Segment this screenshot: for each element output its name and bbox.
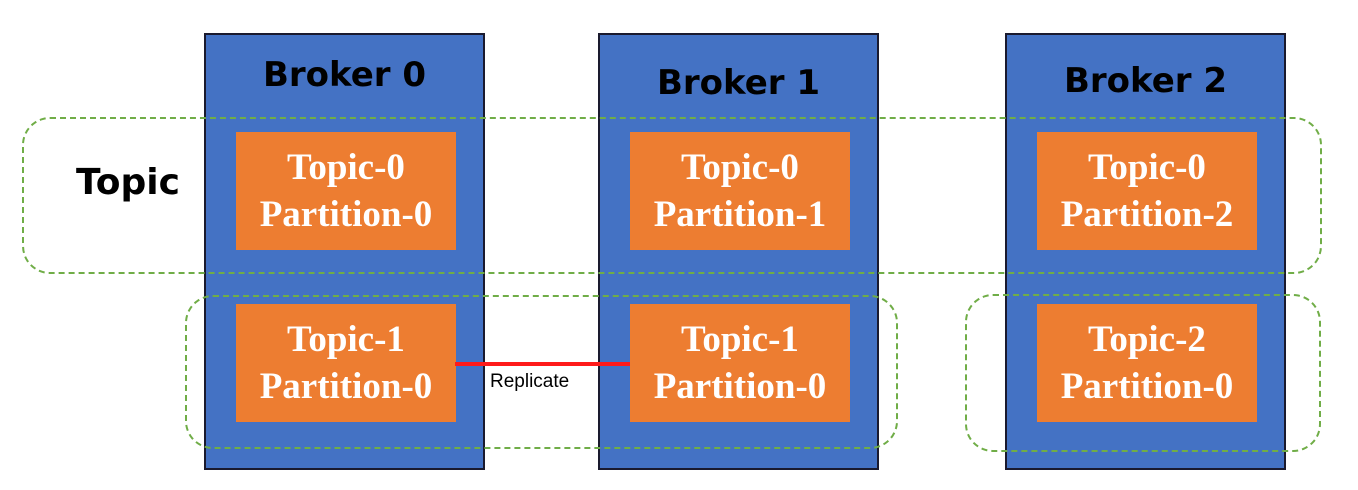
partition-topic-label: Topic-0 [1088,147,1206,188]
partition-topic-label: Topic-0 [681,147,799,188]
partition-topic1-p0-broker0: Topic-1 Partition-0 [236,304,456,422]
partition-topic-label: Topic-1 [681,319,799,360]
topic-label: Topic [76,162,180,203]
replicate-connector [455,362,630,366]
broker-0-title: Broker 0 [262,55,427,95]
partition-topic1-p0-broker1: Topic-1 Partition-0 [630,304,850,422]
partition-topic2-p0: Topic-2 Partition-0 [1037,304,1257,422]
partition-topic-label: Topic-1 [287,319,405,360]
partition-number-label: Partition-1 [653,194,827,235]
partition-number-label: Partition-0 [653,366,827,407]
partition-topic0-p2: Topic-0 Partition-2 [1037,132,1257,250]
broker-2-title: Broker 2 [1063,61,1228,101]
partition-topic0-p0: Topic-0 Partition-0 [236,132,456,250]
partition-topic-label: Topic-0 [287,147,405,188]
partition-number-label: Partition-0 [259,366,433,407]
broker-1-title: Broker 1 [656,63,821,103]
partition-topic0-p1: Topic-0 Partition-1 [630,132,850,250]
partition-number-label: Partition-0 [1060,366,1234,407]
partition-number-label: Partition-2 [1060,194,1234,235]
replicate-label: Replicate [490,371,570,392]
partition-topic-label: Topic-2 [1088,319,1206,360]
partition-number-label: Partition-0 [259,194,433,235]
